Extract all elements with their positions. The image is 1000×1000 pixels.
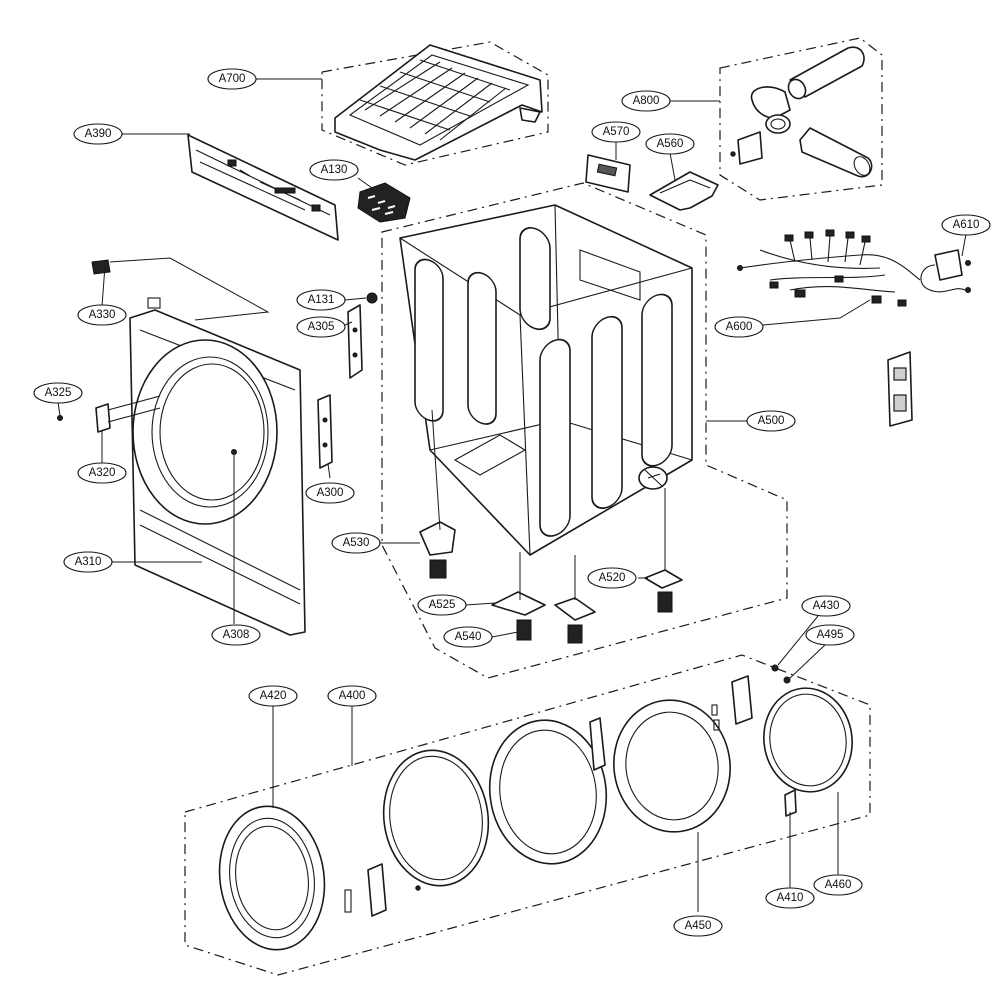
connector-block-part <box>357 182 411 223</box>
control-panel-bracket-part <box>187 134 339 241</box>
hinge-bracket-upper-part <box>347 304 363 379</box>
exhaust-duct-part <box>730 46 873 178</box>
callout-label: A130 <box>321 164 348 176</box>
callout-label: A570 <box>603 126 630 138</box>
callout-label: A460 <box>825 879 852 891</box>
group-boundaries <box>184 37 883 976</box>
callout-a700: A700 <box>207 68 257 90</box>
callout-a310: A310 <box>63 551 113 573</box>
callout-label: A330 <box>89 309 116 321</box>
callout-a130: A130 <box>309 159 359 181</box>
callout-label: A300 <box>317 487 344 499</box>
callout-label: A305 <box>308 321 335 333</box>
callout-a420: A420 <box>248 685 298 707</box>
callout-label: A410 <box>777 892 804 904</box>
callout-a300: A300 <box>305 482 355 504</box>
callout-label: A540 <box>455 631 482 643</box>
door-switch-part <box>887 351 913 427</box>
callout-a308: A308 <box>211 624 261 646</box>
callout-a400: A400 <box>327 685 377 707</box>
callout-a450: A450 <box>673 915 723 937</box>
callout-label: A325 <box>45 387 72 399</box>
callout-label: A530 <box>343 537 370 549</box>
callout-a131: A131 <box>296 289 346 311</box>
callout-label: A525 <box>429 599 456 611</box>
hinge-bracket-lower-part <box>317 394 333 469</box>
callout-a560: A560 <box>645 133 695 155</box>
callout-label: A560 <box>657 138 684 150</box>
callout-a460: A460 <box>813 874 863 896</box>
callout-label: A420 <box>260 690 287 702</box>
callout-label: A495 <box>817 629 844 641</box>
callout-a305: A305 <box>296 316 346 338</box>
callout-a540: A540 <box>443 626 493 648</box>
callout-a610: A610 <box>941 214 991 236</box>
callout-a525: A525 <box>417 594 467 616</box>
callout-a600: A600 <box>714 316 764 338</box>
door-assembly-parts <box>218 675 853 951</box>
front-panel-part <box>129 297 306 636</box>
callout-a520: A520 <box>587 567 637 589</box>
callout-label: A700 <box>219 73 246 85</box>
callout-label: A610 <box>953 219 980 231</box>
callout-label: A320 <box>89 467 116 479</box>
callout-label: A430 <box>813 600 840 612</box>
thermostat-part <box>920 249 971 293</box>
callout-label: A400 <box>339 690 366 702</box>
callout-label: A800 <box>633 95 660 107</box>
callout-a495: A495 <box>805 624 855 646</box>
callout-label: A390 <box>85 128 112 140</box>
power-switch-part <box>91 259 111 275</box>
callout-label: A600 <box>726 321 753 333</box>
callout-a330: A330 <box>77 304 127 326</box>
callout-label: A500 <box>758 415 785 427</box>
callout-label: A450 <box>685 920 712 932</box>
wire-harness-part <box>737 229 921 307</box>
callout-a500: A500 <box>746 410 796 432</box>
cabinet-part <box>399 204 693 556</box>
callout-label: A520 <box>599 572 626 584</box>
callout-a800: A800 <box>621 90 671 112</box>
callout-label: A310 <box>75 556 102 568</box>
screws <box>57 292 791 891</box>
callout-a320: A320 <box>77 462 127 484</box>
callout-a325: A325 <box>33 382 83 404</box>
callout-a390: A390 <box>73 123 123 145</box>
callout-label: A131 <box>308 294 335 306</box>
callout-a530: A530 <box>331 532 381 554</box>
callout-a430: A430 <box>801 595 851 617</box>
leveling-feet-parts <box>419 521 683 644</box>
callout-a570: A570 <box>591 121 641 143</box>
door-latch-part <box>95 395 161 433</box>
cover-plate-part <box>585 154 631 193</box>
leader-lines <box>57 78 967 912</box>
support-bracket-part <box>649 171 719 211</box>
callout-a410: A410 <box>765 887 815 909</box>
drum-rack-part <box>334 44 543 161</box>
callout-label: A308 <box>223 629 250 641</box>
